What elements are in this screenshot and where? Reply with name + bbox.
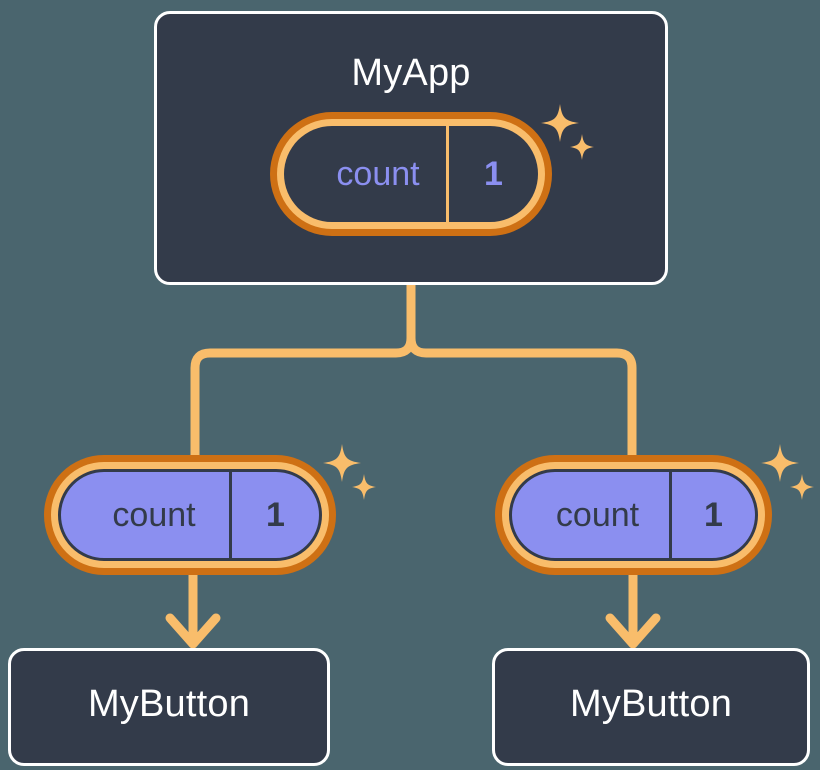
state-pill-branch-right[interactable]: count 1 xyxy=(495,455,772,575)
state-pill-body: count 1 xyxy=(509,469,758,561)
component-card-mybutton-left[interactable]: MyButton xyxy=(8,648,330,766)
state-value: 1 xyxy=(229,472,319,558)
component-card-mybutton-right[interactable]: MyButton xyxy=(492,648,810,766)
sparkle-large-icon xyxy=(323,444,361,482)
state-name: count xyxy=(112,495,196,534)
state-pill-branch-left[interactable]: count 1 xyxy=(44,455,336,575)
sparkle-small-icon xyxy=(790,474,814,500)
state-pill-inner-ring: count 1 xyxy=(51,462,329,568)
sparkle-large-icon xyxy=(761,444,799,482)
sparkle-small-icon xyxy=(352,474,376,500)
connector-trunk xyxy=(190,280,416,460)
arrow-head-left xyxy=(165,613,221,649)
component-label-myapp: MyApp xyxy=(351,52,471,94)
state-pill-root[interactable]: count 1 xyxy=(270,112,552,236)
state-value: 1 xyxy=(446,126,538,222)
connector-trunk-right xyxy=(406,280,637,460)
state-pill-body: count 1 xyxy=(284,126,538,222)
state-pill-body: count 1 xyxy=(58,469,322,561)
state-pill-inner-ring: count 1 xyxy=(502,462,765,568)
state-name: count xyxy=(555,495,640,534)
state-name: count xyxy=(336,154,420,193)
state-value: 1 xyxy=(669,472,755,558)
component-label-mybutton-left: MyButton xyxy=(87,683,251,725)
state-pill-inner-ring: count 1 xyxy=(277,119,545,229)
arrow-head-right xyxy=(605,613,661,649)
component-label-mybutton-right: MyButton xyxy=(569,683,733,725)
